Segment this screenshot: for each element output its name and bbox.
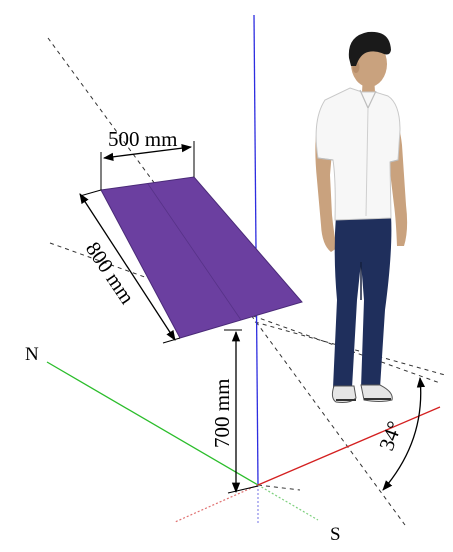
length-dimension-arrow — [79, 193, 176, 341]
south-label: S — [330, 524, 341, 545]
panel-surface — [100, 176, 303, 339]
west-axis-dotted — [174, 484, 259, 523]
person-shirt — [315, 87, 401, 221]
north-label: N — [25, 344, 39, 365]
person-trousers — [333, 215, 392, 388]
person-figure — [315, 31, 408, 403]
solar-panel — [100, 176, 303, 339]
south-axis-dotted — [257, 484, 319, 521]
width-dimension-arrow — [102, 144, 193, 161]
east-axis — [257, 406, 441, 486]
north-axis — [46, 361, 259, 486]
height-dimension: 700 mm — [210, 329, 259, 494]
person-hair — [348, 31, 391, 66]
height-dimension-label: 700 mm — [210, 379, 234, 448]
width-dimension: 500 mm — [100, 127, 195, 190]
ground-guide-line — [257, 484, 301, 491]
person-shoe-right — [360, 384, 393, 402]
person-shoe-left — [331, 385, 357, 403]
width-dimension-label: 500 mm — [108, 127, 177, 151]
tilt-angle-arc — [382, 376, 426, 491]
